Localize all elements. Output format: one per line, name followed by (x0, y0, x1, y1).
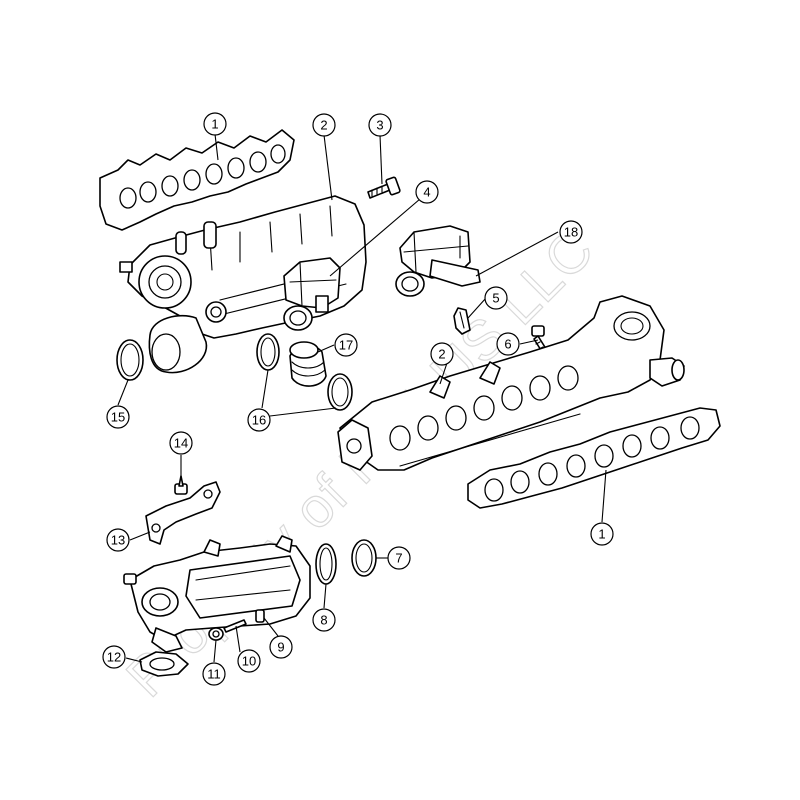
callout-17: 17 (334, 333, 358, 357)
intake-gasket-right (467, 407, 721, 509)
bolt-3 (367, 176, 401, 199)
gasket-12 (139, 651, 189, 677)
bolt-10 (223, 619, 247, 633)
intake-manifold-lower (123, 535, 311, 653)
callout-label: 14 (174, 436, 188, 451)
callout-18: 18 (559, 220, 583, 244)
callout-label: 11 (207, 667, 221, 682)
callout-11: 11 (202, 662, 226, 686)
callout-5: 5 (484, 286, 508, 310)
callout-label: 1 (598, 527, 605, 542)
callout-10: 10 (237, 649, 261, 673)
callout-label: 15 (111, 410, 125, 425)
callout-2-upper: 2 (312, 113, 336, 137)
callout-6: 6 (496, 332, 520, 356)
egr-valve-4 (283, 257, 341, 331)
callout-4: 4 (415, 180, 439, 204)
callout-1-upper: 1 (203, 112, 227, 136)
callout-label: 3 (376, 118, 383, 133)
callout-label: 10 (242, 654, 256, 669)
callout-label: 4 (423, 185, 430, 200)
o-ring-7 (351, 539, 377, 577)
callout-label: 6 (504, 337, 511, 352)
o-ring-16a (256, 333, 280, 371)
callout-8: 8 (312, 608, 336, 632)
callout-label: 8 (320, 613, 327, 628)
callout-3: 3 (368, 113, 392, 137)
callout-label: 7 (395, 551, 402, 566)
callout-2-right: 2 (430, 342, 454, 366)
callout-label: 2 (438, 347, 445, 362)
o-ring-8 (315, 543, 337, 585)
callout-label: 18 (564, 225, 578, 240)
intake-manifold-right (337, 295, 685, 471)
callout-12: 12 (102, 645, 126, 669)
egr-valve-18 (395, 225, 481, 297)
callout-15: 15 (106, 405, 130, 429)
intake-gasket-upper (99, 129, 295, 231)
callout-1-right: 1 (590, 522, 614, 546)
callout-label: 12 (107, 650, 121, 665)
nut-11 (208, 627, 224, 641)
clip-5 (453, 307, 471, 335)
callout-label: 17 (339, 338, 353, 353)
callout-label: 5 (492, 291, 499, 306)
callout-label: 1 (211, 117, 218, 132)
callout-13: 13 (106, 528, 130, 552)
callout-label: 9 (277, 640, 284, 655)
callout-16: 16 (247, 408, 271, 432)
stud-9 (255, 609, 265, 623)
o-ring-16b (327, 373, 353, 411)
callout-label: 16 (252, 413, 266, 428)
bellows-tube-17 (289, 341, 327, 387)
callout-14: 14 (169, 431, 193, 455)
leader-lines (117, 133, 607, 663)
callout-label: 13 (111, 533, 125, 548)
callout-7: 7 (387, 546, 411, 570)
bolt-14 (174, 475, 188, 495)
callout-9: 9 (269, 635, 293, 659)
o-ring-15 (116, 339, 144, 381)
callout-label: 2 (320, 118, 327, 133)
bracket-13 (145, 481, 221, 545)
